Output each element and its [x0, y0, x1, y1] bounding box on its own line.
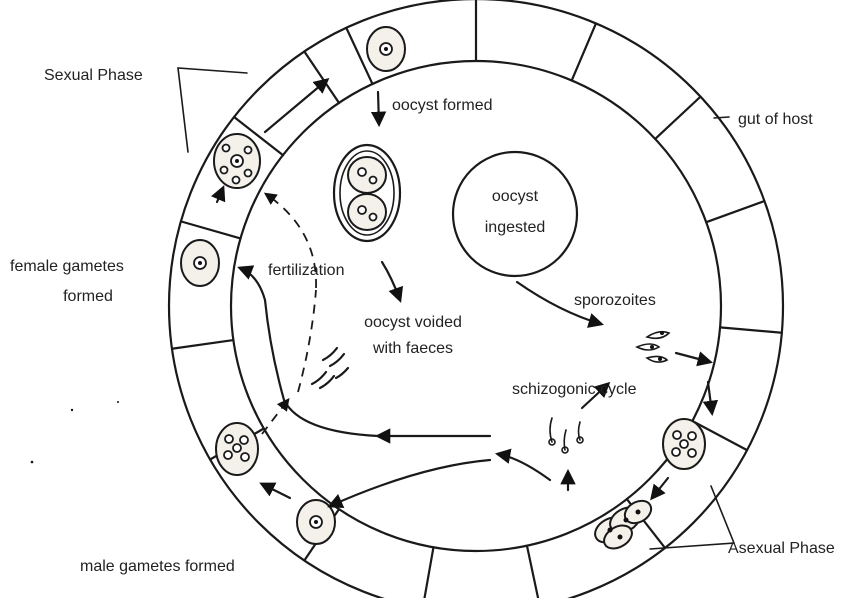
cell-divider: [527, 546, 540, 598]
sporozoites-label: sporozoites: [574, 292, 656, 309]
arrow-female-maturation: [217, 188, 223, 202]
oocyst-voided-label-line1: oocyst voided: [364, 314, 462, 331]
arrow-merozoites-left: [498, 454, 550, 480]
cell-divider: [720, 327, 782, 332]
arrow-sporozoites-invade: [676, 353, 710, 362]
cell-divider: [706, 201, 764, 222]
asexual-phase-label: Asexual Phase: [728, 540, 835, 557]
cell-merozoites-cluster: [591, 496, 655, 553]
schizogonic-cycle-label: schizogonic cycle: [512, 381, 637, 398]
cell-female-gamete-developing: [214, 134, 260, 188]
cell-female-gamete: [181, 240, 219, 286]
arrow-schizont-mature: [652, 478, 668, 498]
epithelial-cell-dividers: [172, 0, 782, 598]
merozoites-icon: [549, 418, 583, 453]
gut-outer-wall: [169, 0, 783, 598]
cell-divider: [655, 97, 700, 139]
microgametes-icon: [312, 348, 348, 388]
gut-of-host-label: gut of host: [738, 111, 813, 128]
asexual-phase-bracket: [650, 486, 734, 549]
arrow-oocyst-voided: [382, 262, 400, 300]
cell-schizont: [663, 419, 705, 469]
cell-divider: [423, 547, 434, 598]
oocyst-voided-label-line2: with faeces: [372, 340, 453, 357]
arrow-to-oocyst-cell: [265, 80, 327, 132]
oocyst-ingested-label-line1: oocyst: [492, 188, 539, 205]
arrow-oocyst-formed: [378, 92, 379, 124]
cell-divider: [172, 340, 233, 349]
male-gametes-label: male gametes formed: [80, 558, 235, 575]
cell-divider: [181, 221, 241, 238]
cell-male-gamete-developing: [216, 423, 258, 475]
oocyst-formed-label: oocyst formed: [392, 97, 492, 114]
female-gametes-label-line1: female gametes: [10, 258, 124, 275]
arrow-to-male-cell: [330, 460, 490, 506]
gut-label-leader: [714, 117, 729, 118]
arrow-to-female-cell: [240, 268, 378, 436]
oocyst-ingested-label-line2: ingested: [485, 219, 546, 236]
oocyst-ingested-circle: [453, 152, 577, 276]
fertilization-path-dashed: [298, 290, 316, 392]
cell-divider: [572, 23, 596, 80]
sporozoites-icon: [637, 331, 669, 362]
cell-oocyst-top: [367, 27, 405, 71]
female-gametes-label-line2: formed: [63, 288, 113, 305]
arrow-microgamete-release: [262, 400, 288, 434]
sexual-phase-label: Sexual Phase: [44, 67, 143, 84]
fertilization-label: fertilization: [268, 262, 344, 279]
arrow-male-maturation: [262, 484, 290, 498]
arrow-schizont-forming: [708, 382, 712, 413]
oocyst-formed-icon: [334, 145, 400, 241]
